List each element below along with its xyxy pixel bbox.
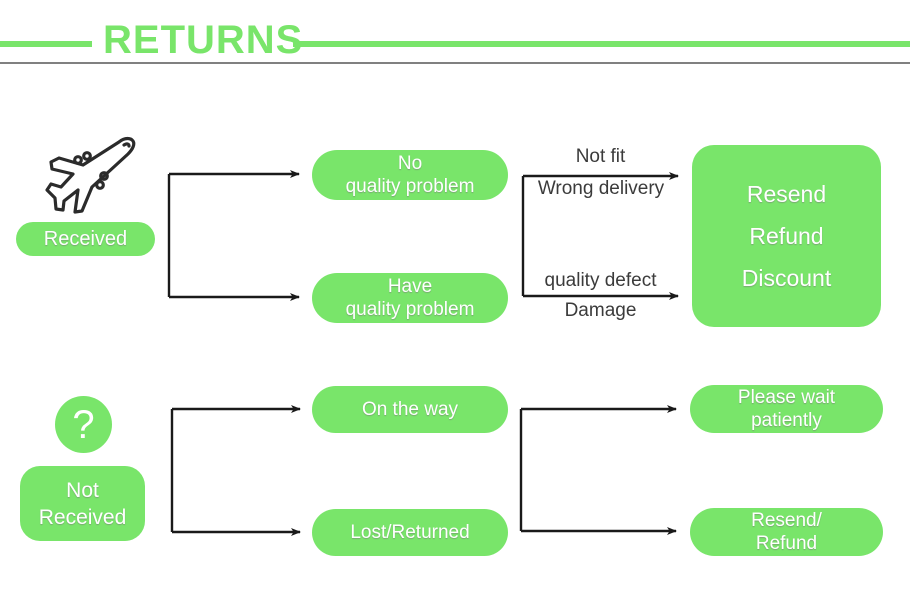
node-please-wait-line2: patiently: [751, 410, 822, 431]
node-lost-returned[interactable]: Lost/Returned: [312, 509, 508, 556]
node-have-quality-problem[interactable]: Have quality problem: [312, 273, 508, 323]
node-not-received[interactable]: Not Received: [20, 466, 145, 541]
node-received[interactable]: Received: [16, 222, 155, 256]
header-divider: [0, 62, 910, 64]
header-rule-left: [0, 41, 92, 47]
node-have-quality-problem-line1: Have: [387, 276, 433, 297]
node-please-wait-line1: Please wait: [737, 387, 836, 408]
page-title: RETURNS: [103, 18, 304, 62]
outcome-line-resend: Resend: [746, 181, 827, 207]
node-not-received-line2: Received: [38, 505, 127, 529]
header-rule-right: [293, 41, 910, 47]
airplane-icon: [45, 136, 136, 214]
node-no-quality-problem[interactable]: No quality problem: [312, 150, 508, 200]
connector-label-wrong-delivery: Wrong delivery: [537, 178, 665, 199]
connector-label-quality-defect: quality defect: [544, 270, 657, 291]
node-resend-refund-line2: Refund: [755, 533, 818, 554]
node-no-quality-problem-line1: No: [397, 153, 423, 174]
node-have-quality-problem-line2: quality problem: [345, 299, 475, 320]
question-mark-icon: ?: [55, 396, 112, 453]
node-resend-refund[interactable]: Resend/ Refund: [690, 508, 883, 556]
outcome-line-refund: Refund: [749, 223, 824, 249]
outcome-line-discount: Discount: [741, 265, 832, 291]
connector-label-damage: Damage: [564, 300, 637, 321]
connector-label-not-fit: Not fit: [575, 146, 626, 167]
node-on-the-way[interactable]: On the way: [312, 386, 508, 433]
node-please-wait-patiently[interactable]: Please wait patiently: [690, 385, 883, 433]
node-resend-refund-line1: Resend/: [751, 510, 822, 531]
node-resend-refund-discount[interactable]: Resend Refund Discount: [692, 145, 881, 327]
node-no-quality-problem-line2: quality problem: [345, 176, 475, 197]
node-not-received-line1: Not: [66, 478, 99, 502]
